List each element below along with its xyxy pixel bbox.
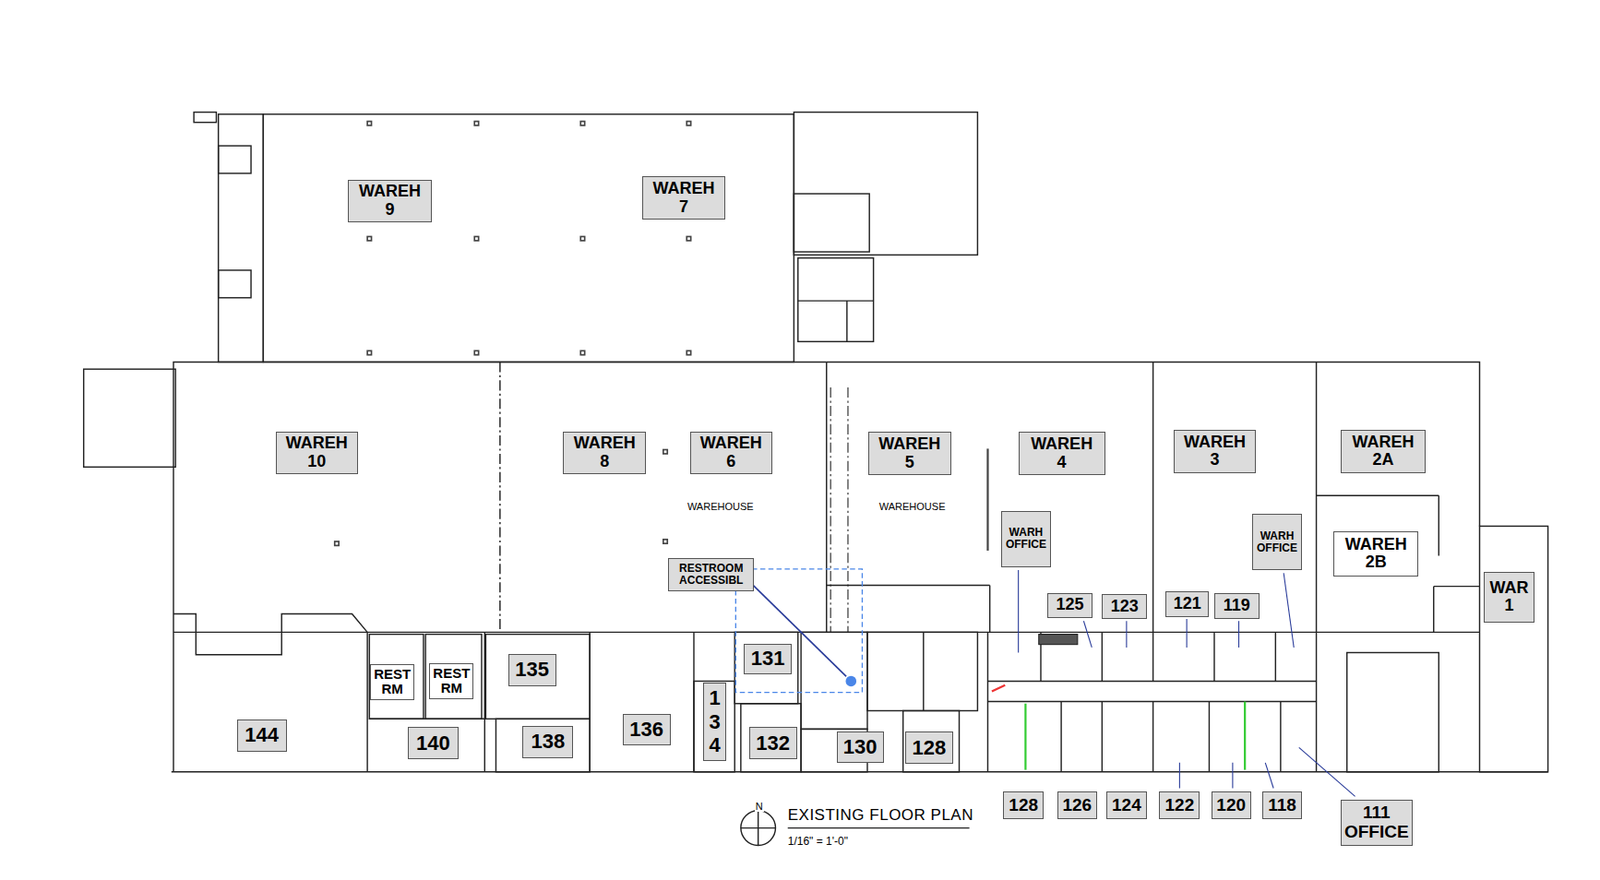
room-label: 140 [416, 732, 451, 755]
room-label: WAREH 9 [358, 182, 421, 220]
room-label-box: 124 [1106, 791, 1147, 820]
room-label-box: RESTROOM ACCESSIBL [668, 558, 754, 592]
room-label-box: WAREH 7 [642, 176, 727, 219]
room-label: 121 [1173, 595, 1202, 614]
room-label: 128 [912, 737, 947, 760]
plan-title: EXISTING FLOOR PLAN [788, 806, 974, 825]
room-label: WARH OFFICE [1256, 530, 1298, 555]
room-label: REST RM [373, 667, 411, 698]
room-label-box: WAREH 3 [1173, 429, 1257, 475]
room-label-box: 130 [836, 731, 884, 764]
room-label-box: 122 [1158, 791, 1200, 820]
room-label-box: REST RM [429, 663, 474, 700]
room-label: 123 [1110, 597, 1139, 617]
room-label-box: 134 [703, 682, 727, 762]
plan-note: WAREHOUSE [879, 501, 946, 513]
room-label-box: 111 OFFICE [1340, 800, 1413, 847]
room-label: WAREH 5 [878, 435, 941, 473]
room-label-box: WAREH 6 [690, 431, 774, 475]
room-label: 119 [1223, 597, 1251, 616]
room-label-box: 121 [1165, 591, 1210, 618]
room-label: RESTROOM ACCESSIBL [679, 562, 743, 587]
room-label: 118 [1267, 796, 1297, 816]
room-label: 132 [755, 732, 790, 755]
room-label-box: WAREH 10 [275, 431, 359, 475]
room-label: 135 [514, 658, 550, 681]
room-label: WARH OFFICE [1005, 526, 1047, 551]
room-label: 144 [244, 724, 279, 747]
room-label: 138 [530, 730, 565, 753]
room-label-box: WARH OFFICE [1252, 513, 1302, 571]
room-label: 124 [1111, 796, 1142, 816]
plan-note: N [754, 800, 765, 812]
room-label-box: WAREH 4 [1018, 431, 1106, 477]
room-label-box: 128 [1002, 791, 1044, 820]
room-label-box: 135 [508, 654, 557, 687]
room-label-box: REST RM [370, 664, 415, 701]
room-label: REST RM [432, 666, 470, 697]
room-label-box: WAREH 5 [868, 431, 952, 477]
room-label: WAREH 3 [1183, 433, 1246, 471]
room-label: WAREH 2B [1345, 536, 1408, 574]
room-label: 122 [1165, 796, 1195, 816]
room-label-box: WAREH 9 [347, 179, 432, 223]
plan-note: 1/16" = 1'-0" [788, 835, 848, 848]
room-label: 128 [1008, 796, 1039, 816]
room-label: WAREH 2A [1352, 433, 1415, 471]
room-label-box: WARH OFFICE [1001, 511, 1051, 568]
room-label-box: 132 [749, 727, 798, 759]
room-label: WAREH 8 [573, 434, 636, 472]
room-label: 134 [708, 686, 721, 757]
room-label: WAREH 4 [1030, 435, 1093, 473]
room-label-box: WAREH 8 [562, 431, 646, 475]
room-label: WAREH 6 [700, 434, 763, 472]
room-label-box: WAR 1 [1483, 572, 1535, 622]
room-label: 120 [1216, 796, 1246, 816]
room-label-box: 119 [1214, 593, 1260, 621]
room-label-box: 136 [622, 714, 671, 746]
room-label-box: 144 [237, 719, 287, 753]
room-label-box: 128 [905, 731, 954, 765]
room-label-box: WAREH 2B [1333, 531, 1419, 577]
plan-note: WAREHOUSE [687, 501, 754, 513]
room-label: WAR 1 [1490, 579, 1529, 617]
room-label-box: 125 [1047, 593, 1094, 620]
room-label-box: 140 [407, 727, 458, 759]
room-label-box: 138 [522, 726, 574, 758]
room-label-box: 131 [743, 644, 792, 675]
room-label-box: 118 [1262, 791, 1302, 820]
room-label: 131 [751, 647, 786, 670]
room-label-box: WAREH 2A [1340, 429, 1426, 475]
room-label-box: 120 [1211, 791, 1252, 820]
room-label: 111 OFFICE [1344, 803, 1409, 843]
room-label: 136 [629, 718, 664, 741]
room-label-box: 123 [1101, 594, 1147, 621]
room-label: 130 [843, 736, 878, 759]
room-label: WAREH 10 [286, 434, 348, 472]
room-label: WAREH 7 [652, 179, 715, 217]
room-label-box: 126 [1057, 791, 1098, 820]
room-label: 125 [1055, 596, 1084, 615]
room-label: 126 [1062, 796, 1092, 816]
